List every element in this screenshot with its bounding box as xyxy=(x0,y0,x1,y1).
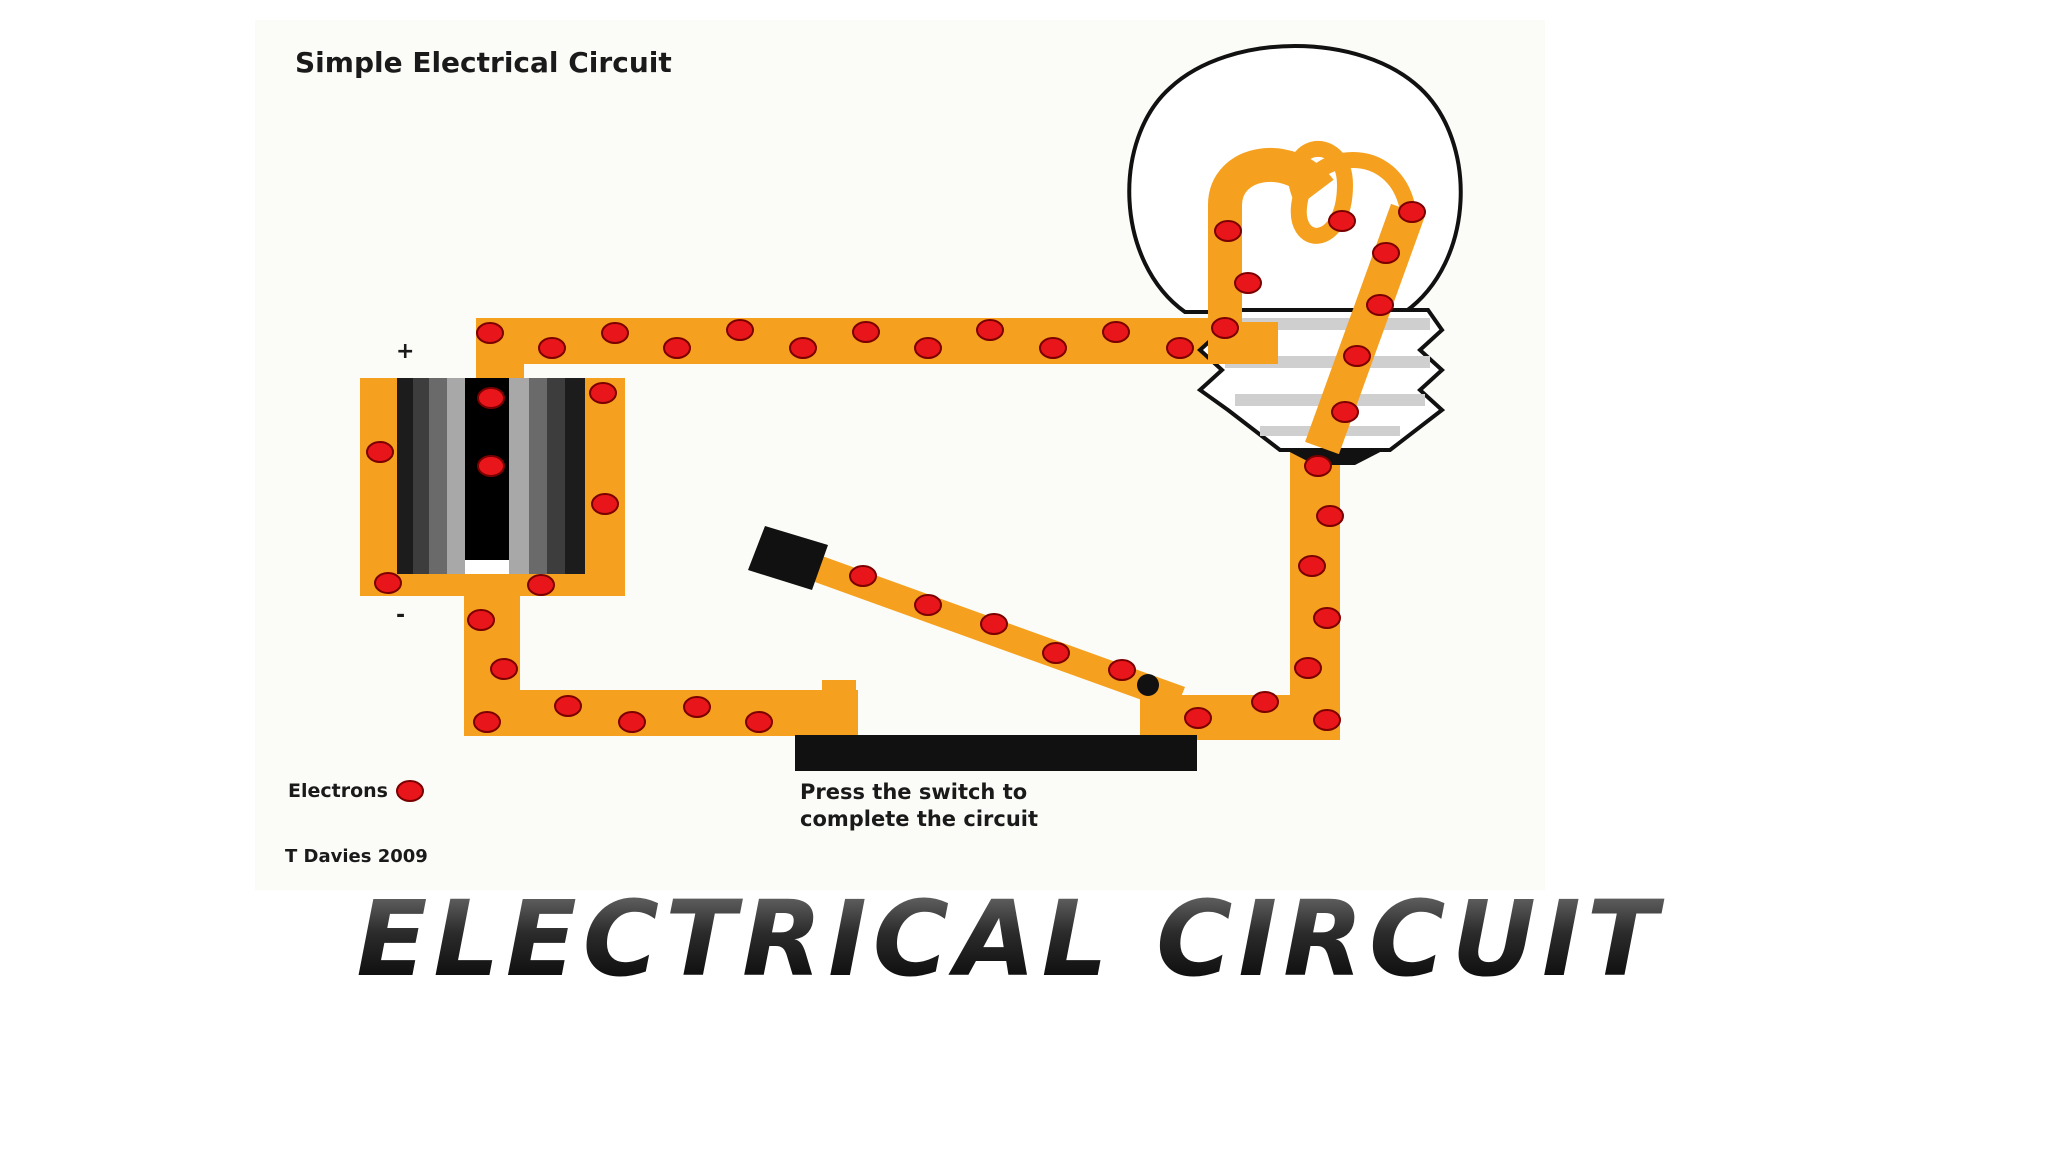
switch-pivot xyxy=(1137,674,1159,696)
electron xyxy=(538,337,566,359)
electron xyxy=(554,695,582,717)
electron xyxy=(1184,707,1212,729)
electron xyxy=(467,609,495,631)
electron xyxy=(1313,709,1341,731)
bulb-filament-coil xyxy=(1287,140,1416,244)
electron xyxy=(527,574,555,596)
electron xyxy=(618,711,646,733)
electron xyxy=(1102,321,1130,343)
electron xyxy=(473,711,501,733)
electron xyxy=(726,319,754,341)
switch-instruction-line1: Press the switch to xyxy=(800,780,1027,804)
switch-instruction-line2: complete the circuit xyxy=(800,807,1038,831)
electron xyxy=(1398,201,1426,223)
electron xyxy=(980,613,1008,635)
electron xyxy=(366,441,394,463)
wire-right-up xyxy=(1290,445,1340,740)
electron xyxy=(1328,210,1356,232)
electron xyxy=(589,382,617,404)
electron xyxy=(1108,659,1136,681)
electron xyxy=(1366,294,1394,316)
electron xyxy=(745,711,773,733)
battery-negative-sign: - xyxy=(396,603,405,628)
electrons-group xyxy=(366,201,1426,733)
electron xyxy=(1251,691,1279,713)
electron xyxy=(663,337,691,359)
electron xyxy=(601,322,629,344)
switch-handle[interactable] xyxy=(748,526,828,590)
electron xyxy=(490,658,518,680)
wire-bottom-left xyxy=(464,690,858,736)
electron xyxy=(1234,272,1262,294)
electron xyxy=(914,337,942,359)
electron xyxy=(683,696,711,718)
electron xyxy=(1372,242,1400,264)
electron xyxy=(1313,607,1341,629)
battery-cell xyxy=(397,378,585,574)
electron xyxy=(976,319,1004,341)
diagram-title: Simple Electrical Circuit xyxy=(295,46,672,79)
electron xyxy=(1343,345,1371,367)
legend-electron-swatch xyxy=(396,780,424,802)
electron xyxy=(1214,220,1242,242)
electron xyxy=(1316,505,1344,527)
battery-positive-sign: + xyxy=(396,339,414,364)
switch-post-left xyxy=(822,680,856,740)
electron xyxy=(1042,642,1070,664)
banner-title: ELECTRICAL CIRCUIT xyxy=(356,878,1664,1000)
electron xyxy=(1298,555,1326,577)
electron xyxy=(476,322,504,344)
electron xyxy=(591,493,619,515)
electron xyxy=(1166,337,1194,359)
electron xyxy=(1294,657,1322,679)
electron xyxy=(374,572,402,594)
electron xyxy=(914,594,942,616)
electron xyxy=(477,387,505,409)
electron xyxy=(1331,401,1359,423)
author-credit: T Davies 2009 xyxy=(285,846,428,867)
electron xyxy=(477,455,505,477)
electron xyxy=(849,565,877,587)
electron xyxy=(852,321,880,343)
electron xyxy=(789,337,817,359)
electron xyxy=(1039,337,1067,359)
switch-base xyxy=(795,735,1197,771)
electron xyxy=(1304,455,1332,477)
legend-label: Electrons xyxy=(288,780,388,802)
electron xyxy=(1211,317,1239,339)
